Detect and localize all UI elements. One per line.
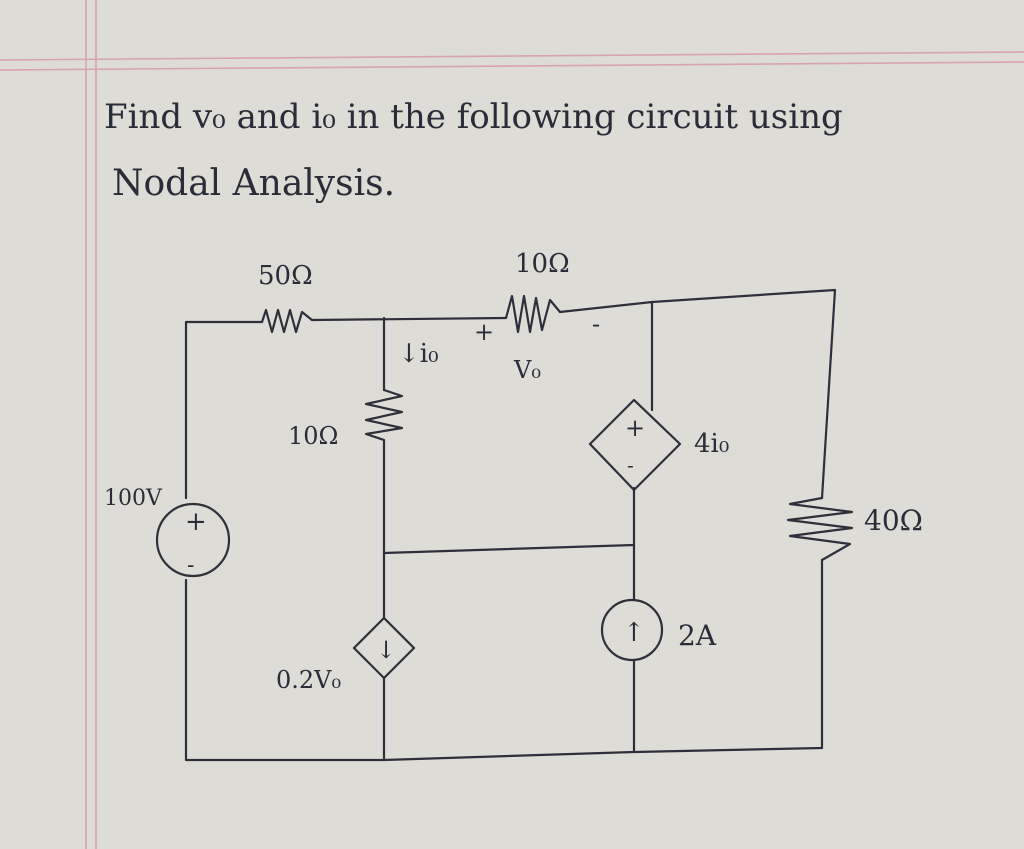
wire-left-bottom [184, 578, 386, 762]
wire-bottom-right [632, 558, 824, 754]
wire-bottom-mid [382, 676, 636, 762]
circuit-wires [184, 288, 837, 762]
wire-top-2 [558, 300, 654, 412]
margin-line-top-2 [0, 61, 1024, 71]
label-0-2vo: 0.2V₀ [276, 666, 341, 694]
vs-minus-sign: - [187, 553, 194, 578]
wire-horizontal-mid [382, 543, 636, 555]
resistor-50-ohm [260, 308, 314, 334]
vs-plus-sign: + [185, 507, 207, 537]
vo-plus-sign: + [474, 318, 494, 346]
label-2a: 2A [678, 619, 717, 652]
down-arrow-icon: ↓ [376, 636, 396, 664]
label-4io: 4i₀ [694, 429, 729, 459]
label-50-ohm: 50Ω [258, 261, 313, 291]
dependent-current-source: ↓ [352, 616, 416, 680]
current-source-circle [600, 598, 664, 662]
problem-line-1: Find v₀ and i₀ in the following circuit … [104, 97, 843, 137]
label-100v: 100V [104, 486, 163, 511]
wire-top-1 [310, 316, 508, 322]
up-arrow-icon: ↑ [623, 618, 645, 648]
margin-line-top [0, 51, 1024, 61]
dependent-voltage-source: + - [588, 398, 682, 492]
vo-label: V₀ [513, 356, 541, 384]
wire-left-top [184, 320, 264, 500]
problem-line-2: Nodal Analysis. [112, 163, 395, 204]
resistor-10-ohm-vertical [364, 388, 404, 442]
dep-cs-diamond [352, 616, 416, 680]
resistor-10-ohm-top [504, 294, 562, 334]
current-io-label: ↓i₀ [398, 339, 439, 369]
wire-top-right [650, 288, 837, 500]
current-source-2a: ↑ [600, 598, 664, 662]
voltage-source-circle [155, 502, 231, 578]
vo-minus-sign: - [592, 310, 600, 338]
label-10-ohm-top: 10Ω [515, 249, 570, 279]
voltage-source-100v: + - [155, 502, 231, 578]
resistor-40-ohm [786, 496, 854, 562]
dep-vs-minus-sign: - [627, 453, 634, 477]
label-40-ohm: 40Ω [864, 504, 923, 537]
label-10-ohm-vertical: 10Ω [288, 422, 338, 450]
dep-vs-diamond [588, 398, 682, 492]
dep-vs-plus-sign: + [625, 414, 645, 442]
